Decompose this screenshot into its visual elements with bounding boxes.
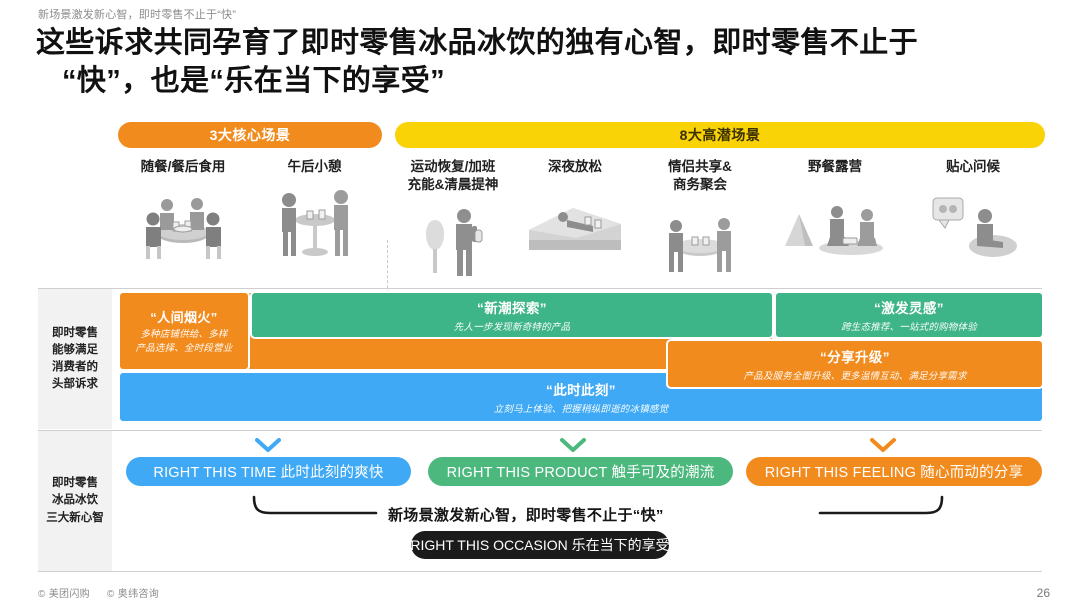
scenario-item: 随餐/餐后食用 xyxy=(118,158,248,260)
scenario-item: 野餐露营 xyxy=(770,158,900,260)
mindset-pill-right-this-time[interactable]: RIGHT THIS TIME 此时此刻的爽快 xyxy=(126,457,411,486)
scenario-label: 深夜放松 xyxy=(548,159,602,174)
scenario-zone: 3大核心场景 8大高潜场景 随餐/餐后食用 xyxy=(0,122,1080,404)
right-this-occasion-pill[interactable]: RIGHT THIS OCCASION 乐在当下的享受 xyxy=(410,531,670,559)
footer-sources: © 美团闪购 © 奥纬咨询 xyxy=(38,585,173,600)
scenario-item: 运动恢复/加班 充能&清晨提神 xyxy=(393,158,513,278)
person-on-sofa-illustration xyxy=(516,182,634,260)
demand-bar-title: “新潮探索” xyxy=(477,301,547,316)
scenario-label: 情侣共享& 商务聚会 xyxy=(668,159,732,193)
chevron-down-icon xyxy=(255,437,281,453)
scenario-label: 随餐/餐后食用 xyxy=(140,159,226,174)
chevron-down-icon xyxy=(870,437,896,453)
page-title-line-1: 这些诉求共同孕育了即时零售冰品冰饮的独有心智，即时零售不止于 xyxy=(36,27,919,59)
demand-bar-subtitle: 产品及服务全面升级、更多温情互动、满足分享需求 xyxy=(743,371,967,382)
scenario-label: 运动恢复/加班 充能&清晨提神 xyxy=(407,159,499,193)
gift-greeting-illustration xyxy=(908,182,1038,260)
footer-source-2: © 奥纬咨询 xyxy=(107,589,159,600)
demand-bars: “人间烟火” 多种店铺供给、多样 产品选择、全时段营业 “新潮探索” 先人一步发… xyxy=(120,293,1042,421)
footer-source-1: © 美团闪购 xyxy=(38,589,90,600)
group-dining-illustration xyxy=(118,182,248,260)
demand-bar-jifa-linggan: “激发灵感” 跨生态推荐、一站式的购物体验 xyxy=(776,293,1042,337)
scenario-label: 贴心问候 xyxy=(946,159,1000,174)
scenario-item: 情侣共享& 商务聚会 xyxy=(640,158,760,278)
summary-brace xyxy=(248,495,948,526)
person-exercise-illustration xyxy=(393,200,513,278)
demand-bar-title: “分享升级” xyxy=(820,350,890,365)
couple-at-table-illustration xyxy=(640,200,760,278)
mindsets-summary: 新场景激发新心智，即时零售不止于“快” xyxy=(388,507,664,524)
page-title-line-2: “快”，也是“乐在当下的享受” xyxy=(62,65,446,98)
mindsets-row-label: 即时零售 冰品冰饮 三大新心智 xyxy=(38,431,112,571)
mindset-pill-right-this-feeling[interactable]: RIGHT THIS FEELING 随心而动的分享 xyxy=(746,457,1042,486)
demand-bar-subtitle: 跨生态推荐、一站式的购物体验 xyxy=(841,322,977,333)
slide-eyebrow: 新场景激发新心智，即时零售不止于“快” xyxy=(38,9,237,21)
scenario-label: 野餐露营 xyxy=(808,159,862,174)
demand-bar-fenxiang-shengji: “分享升级” 产品及服务全面升级、更多温情互动、满足分享需求 xyxy=(668,341,1042,387)
demand-bar-title: “人间烟火” xyxy=(150,309,218,325)
scenario-item: 贴心问候 xyxy=(908,158,1038,260)
two-people-standing-table-illustration xyxy=(252,182,377,260)
page-title: 这些诉求共同孕育了即时零售冰品冰饮的独有心智，即时零售不止于 “快”，也是“乐在… xyxy=(36,24,1046,101)
demand-bar-subtitle: 先人一步发现新奇特的产品 xyxy=(453,322,571,333)
picnic-camping-illustration xyxy=(770,182,900,260)
mindsets-section: 即时零售 冰品冰饮 三大新心智 RIGHT THIS TIME 此时此刻的爽快 … xyxy=(38,430,1042,572)
potential-scenarios-header: 8大高潜场景 xyxy=(395,122,1045,148)
core-scenarios-header: 3大核心场景 xyxy=(118,122,382,148)
mindset-pill-right-this-product[interactable]: RIGHT THIS PRODUCT 触手可及的潮流 xyxy=(428,457,733,486)
demand-bar-xinchao-tansuo: “新潮探索” 先人一步发现新奇特的产品 xyxy=(252,293,772,337)
scenario-item: 深夜放松 xyxy=(516,158,634,260)
demands-section: 即时零售 能够满足 消费者的 头部诉求 “人间烟火” 多种店铺供给、多样 产品选… xyxy=(38,288,1042,429)
page-number: 26 xyxy=(1036,586,1050,600)
chevron-down-icon xyxy=(560,437,586,453)
scenario-label: 午后小憩 xyxy=(287,159,342,174)
scenario-item: 午后小憩 xyxy=(252,158,377,260)
demand-bar-subtitle: 多种店铺供给、多样 产品选择、全时段营业 xyxy=(135,328,233,354)
demands-row-label: 即时零售 能够满足 消费者的 头部诉求 xyxy=(38,289,112,429)
demand-bar-renjian-yanhuo: “人间烟火” 多种店铺供给、多样 产品选择、全时段营业 xyxy=(120,293,248,369)
demand-bar-title: “此时此刻” xyxy=(546,383,616,398)
demand-bar-subtitle: 立刻马上体验、把握稍纵即逝的冰镇感觉 xyxy=(493,404,669,415)
demand-bar-title: “激发灵感” xyxy=(874,301,944,316)
